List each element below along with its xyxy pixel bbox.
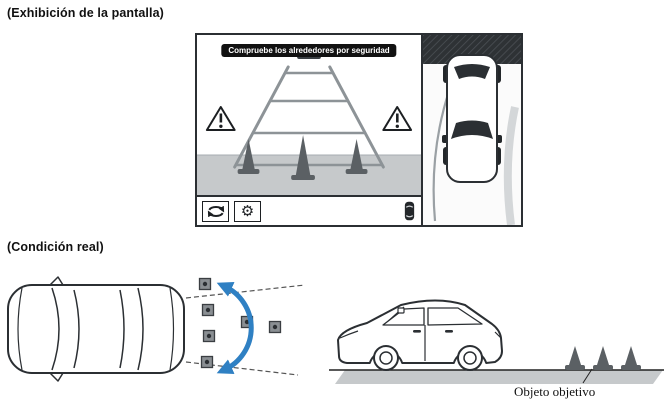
course-band-right <box>503 106 519 225</box>
road-surface <box>335 370 663 384</box>
predicted-course-line <box>432 90 451 222</box>
warning-triangle-right-icon <box>382 106 413 131</box>
rear-camera-view: Compruebe los alrededores por seguridad <box>197 35 423 225</box>
top-down-view <box>423 35 521 225</box>
target-cones <box>565 346 641 370</box>
car-side-view <box>337 299 503 371</box>
settings-button[interactable]: ⚙ <box>234 200 261 222</box>
rear-camera-scene <box>197 49 421 195</box>
real-condition-label: (Condición real) <box>7 240 104 254</box>
screen-display-label: (Exhibición de la pantalla) <box>7 6 164 20</box>
top-down-view-graphic <box>423 35 521 225</box>
own-car-top-icon <box>442 54 502 183</box>
vehicle-status-icon <box>404 201 415 221</box>
view-switch-icon <box>207 205 224 217</box>
side-view-illustration <box>329 299 664 384</box>
car-top-view <box>7 276 185 382</box>
parking-guide-lines <box>233 65 385 169</box>
coverage-arc-arrow <box>216 281 254 375</box>
target-object-label: Objeto objetivo <box>514 384 596 399</box>
warning-banner: Compruebe los alrededores por seguridad <box>221 44 397 57</box>
view-switch-button[interactable] <box>202 200 229 222</box>
traffic-cones <box>237 135 368 180</box>
screen-toolbar: ⚙ <box>197 195 421 225</box>
coverage-top-view-illustration <box>7 276 306 382</box>
monitor-screen: Compruebe los alrededores por seguridad <box>195 33 523 227</box>
gear-icon: ⚙ <box>240 201 255 220</box>
warning-triangle-left-icon <box>205 106 236 131</box>
target-object-leader-line <box>582 368 593 384</box>
poles <box>198 277 282 369</box>
